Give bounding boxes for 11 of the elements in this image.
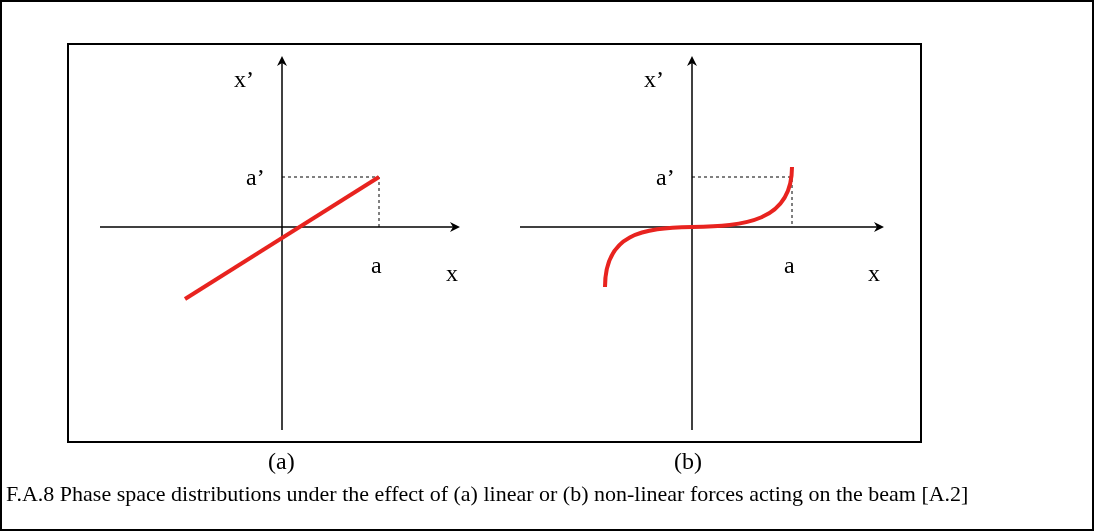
tick-label: a’ [246,164,265,190]
axis-label: x’ [644,66,664,92]
panel-label: (b) [674,448,702,474]
panel-label: (a) [268,448,295,474]
axis-label: x’ [234,66,254,92]
tick-label: a [371,252,382,278]
tick-label: a’ [656,164,675,190]
axis-label: x [868,260,880,286]
tick-label: a [784,252,795,278]
axis-label: x [446,260,458,286]
caption: F.A.8 Phase space distributions under the effect of (a) linear or (b) non-linear forces acting on the beam [A.2] [6,480,970,508]
